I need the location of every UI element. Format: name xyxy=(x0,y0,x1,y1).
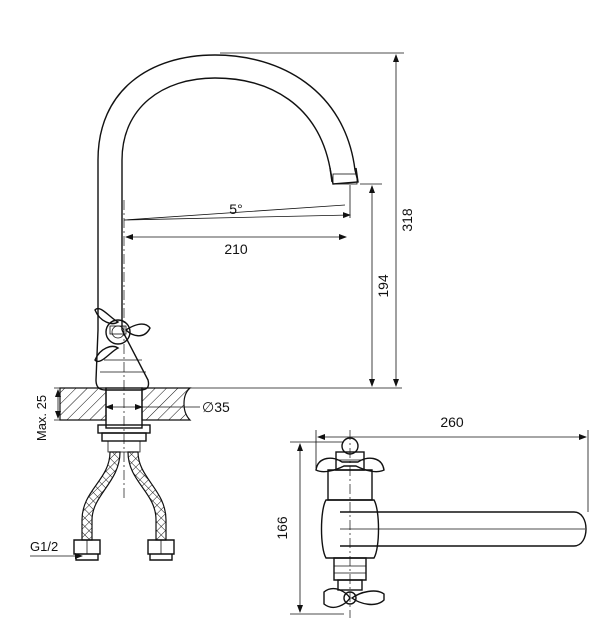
angle-label: 5° xyxy=(229,201,242,217)
reach-label: 210 xyxy=(224,241,248,257)
side-dimensions: 5° 210 194 318 Max. 25 ∅35 G1/2 xyxy=(30,52,415,559)
width-label: 166 xyxy=(274,516,290,540)
flexible-hoses xyxy=(73,451,175,561)
cross-handle-top-lower xyxy=(323,579,385,608)
length-label: 260 xyxy=(440,414,464,430)
faucet-body xyxy=(95,329,150,391)
max-thickness-label: Max. 25 xyxy=(34,395,49,441)
spout-height-label: 194 xyxy=(375,274,391,298)
hole-diameter-label: ∅35 xyxy=(202,399,230,415)
total-height-label: 318 xyxy=(399,208,415,232)
thread-label: G1/2 xyxy=(30,539,58,554)
spout-nozzle xyxy=(329,167,359,185)
worktop-right xyxy=(141,387,192,421)
faucet-side-view xyxy=(94,54,359,500)
aerator xyxy=(332,173,358,185)
spout-top xyxy=(340,511,587,547)
cross-handle-side xyxy=(94,307,151,363)
spout-inner xyxy=(121,77,333,330)
worktop-section xyxy=(54,387,192,453)
worktop-left xyxy=(59,387,107,421)
top-dimensions: 260 166 xyxy=(274,414,589,615)
spout-outer xyxy=(97,54,359,330)
faucet-top-view xyxy=(315,430,587,618)
